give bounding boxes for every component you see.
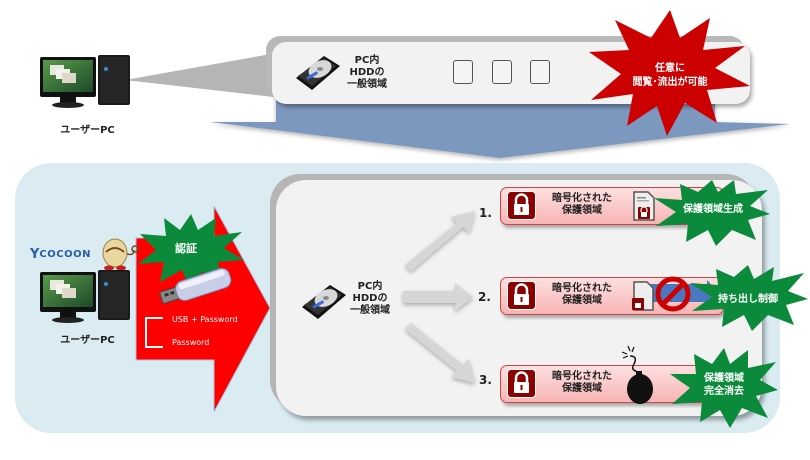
lock-icon [507,191,536,220]
usb-stick-icon [158,267,232,305]
auth-burst-text: 認証 [175,242,197,255]
cocoon-logo: Y COCOON [30,247,91,262]
cocoon-mark-icon: Y [30,247,40,262]
protected-area-label: 暗号化された 保護領域 [552,283,612,306]
cocoon-mascot-icon [102,238,139,271]
user-pc-icon [40,270,135,332]
hdd-icon [296,281,348,325]
user-pc-label: ユーザーPC [60,335,115,346]
lock-icon [507,369,536,398]
branch-arrow-3 [405,323,475,383]
hdd-icon [290,52,342,96]
auth-method-bracket [145,317,163,348]
step-number-1: 1. [479,206,492,220]
complete-erase-burst-text: 保護領域 完全消去 [704,373,744,397]
auth-method-password: Password [172,338,210,347]
auth-method-usb-password: USB + Password [172,315,238,324]
hdd-general-area-label: PC内 HDDの 一般領域 [347,55,387,90]
document-icon [492,60,512,84]
flow-down-arrow [210,100,790,158]
step-number-3: 3. [479,373,492,387]
export-control-burst [690,265,808,331]
cocoon-brand: COCOON [39,249,91,260]
bomb-icon [621,345,653,404]
warning-burst [589,10,750,136]
protected-area-box-2: 暗号化された 保護領域 [500,276,724,315]
user-pc-label: ユーザーPC [60,125,115,136]
document-icon [453,60,473,84]
protected-area-label: 暗号化された 保護領域 [552,371,612,394]
branch-arrow-2 [403,283,473,311]
branch-arrow-1 [405,211,475,271]
locked-document-icon [633,191,655,221]
document-icon [530,60,550,84]
user-pc-icon [40,55,135,113]
export-control-burst-text: 持ち出し制御 [718,294,778,305]
hdd-general-area-label: PC内 HDDの 一般領域 [350,281,390,316]
warning-burst-text: 任意に 閲覧･流出が可能 [632,63,708,88]
no-export-icon [632,276,719,312]
create-area-burst-text: 保護領域生成 [683,204,743,215]
step-number-2: 2. [478,290,491,304]
lock-icon [507,281,536,310]
create-area-burst [654,180,770,246]
complete-erase-burst [670,348,778,428]
callout-pointer [125,52,282,98]
branch-arrows [403,211,475,383]
protected-area-label: 暗号化された 保護領域 [552,193,612,216]
